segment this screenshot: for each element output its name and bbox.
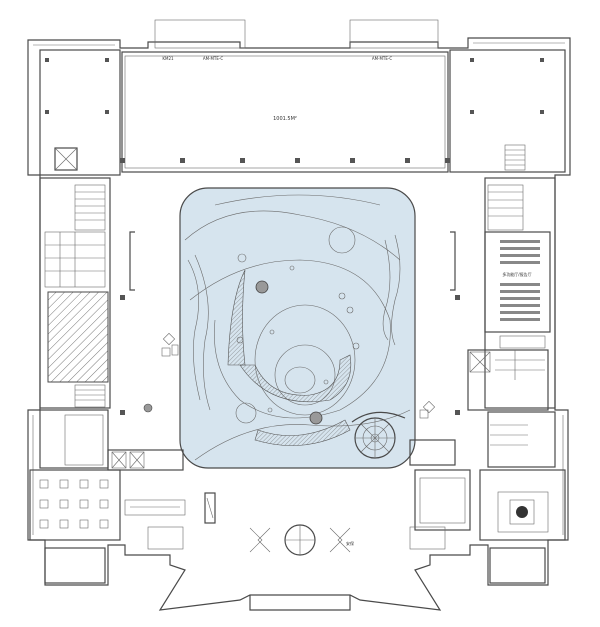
hall-area-label: 1001.5M² — [273, 116, 297, 122]
hatched-planter-arc — [239, 354, 352, 403]
bottom-lobby: 安保 — [107, 439, 471, 611]
hatched-planter-left — [227, 269, 246, 366]
top-label-mid: AM-MTE-C — [203, 56, 223, 61]
top-label-right: AM-MTE-C — [372, 56, 392, 61]
room-top-right — [449, 49, 566, 173]
auditorium-seats — [500, 240, 540, 321]
security-label: 安保 — [346, 540, 354, 546]
hatched-planter-bottom — [254, 419, 351, 446]
bottom-left-office — [29, 469, 186, 584]
room-top-left — [39, 49, 121, 176]
bottom-right-office — [479, 469, 566, 584]
right-wing: 多功能厅/报告厅 — [467, 177, 556, 468]
atrium-floor — [179, 187, 416, 469]
atrium — [179, 187, 416, 469]
building-outline — [27, 19, 571, 611]
structural-columns — [45, 58, 544, 415]
corridor-elements — [129, 231, 456, 419]
auditorium-label: 多功能厅/报告厅 — [502, 271, 531, 277]
hatched-room — [47, 291, 109, 383]
auditorium — [484, 231, 551, 333]
main-hall: 1001.5M² KM21 AM-MTE-C AM-MTE-C — [121, 51, 449, 173]
top-label-left: KM21 — [162, 56, 174, 61]
left-wing — [39, 177, 111, 469]
